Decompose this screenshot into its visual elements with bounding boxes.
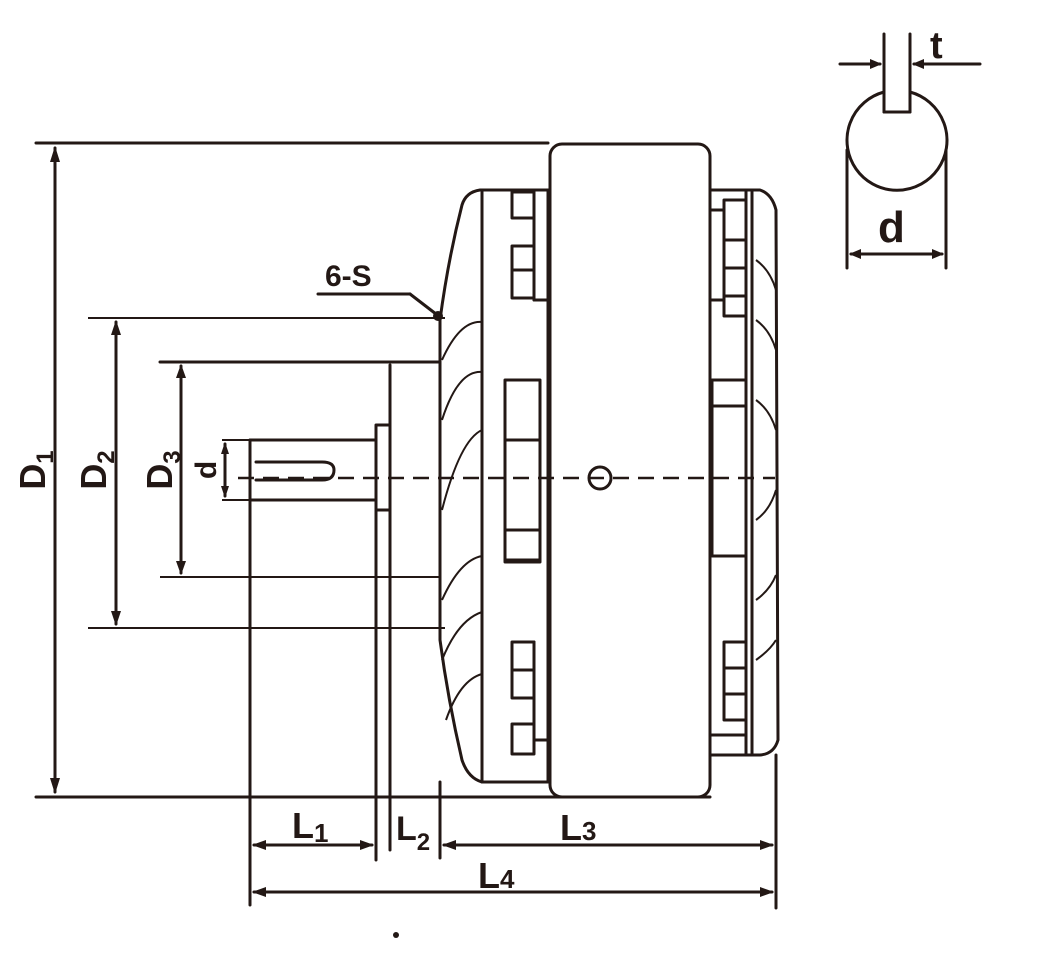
dimension-d1	[50, 146, 60, 794]
label-d-shaft: d	[190, 461, 223, 479]
right-housing	[708, 188, 780, 757]
dimension-l4	[252, 887, 774, 897]
label-key-t: t	[930, 25, 943, 67]
label-l2: L2	[396, 810, 430, 856]
label-l3: L3	[560, 807, 596, 848]
stray-dot	[393, 932, 399, 938]
dimension-d-shaft	[221, 442, 229, 498]
shaft	[248, 438, 378, 907]
label-d1: D1	[12, 450, 59, 489]
key-detail	[838, 32, 982, 270]
extension-lines	[34, 141, 778, 910]
label-6-s: 6-S	[325, 260, 372, 293]
spigot	[374, 363, 392, 862]
label-d2: D2	[73, 450, 120, 489]
label-l1: L1	[292, 805, 328, 848]
label-l4: L4	[478, 855, 515, 896]
leader-6-s	[316, 292, 443, 321]
label-key-d: d	[878, 203, 905, 252]
left-housing	[438, 188, 550, 784]
central-rotor	[548, 142, 712, 799]
dimension-d2	[111, 320, 121, 626]
dimension-d3	[176, 364, 186, 575]
dimension-l3	[442, 840, 774, 850]
center-mark	[587, 465, 613, 491]
dimension-l1	[252, 840, 374, 850]
label-d3: D3	[139, 450, 186, 489]
